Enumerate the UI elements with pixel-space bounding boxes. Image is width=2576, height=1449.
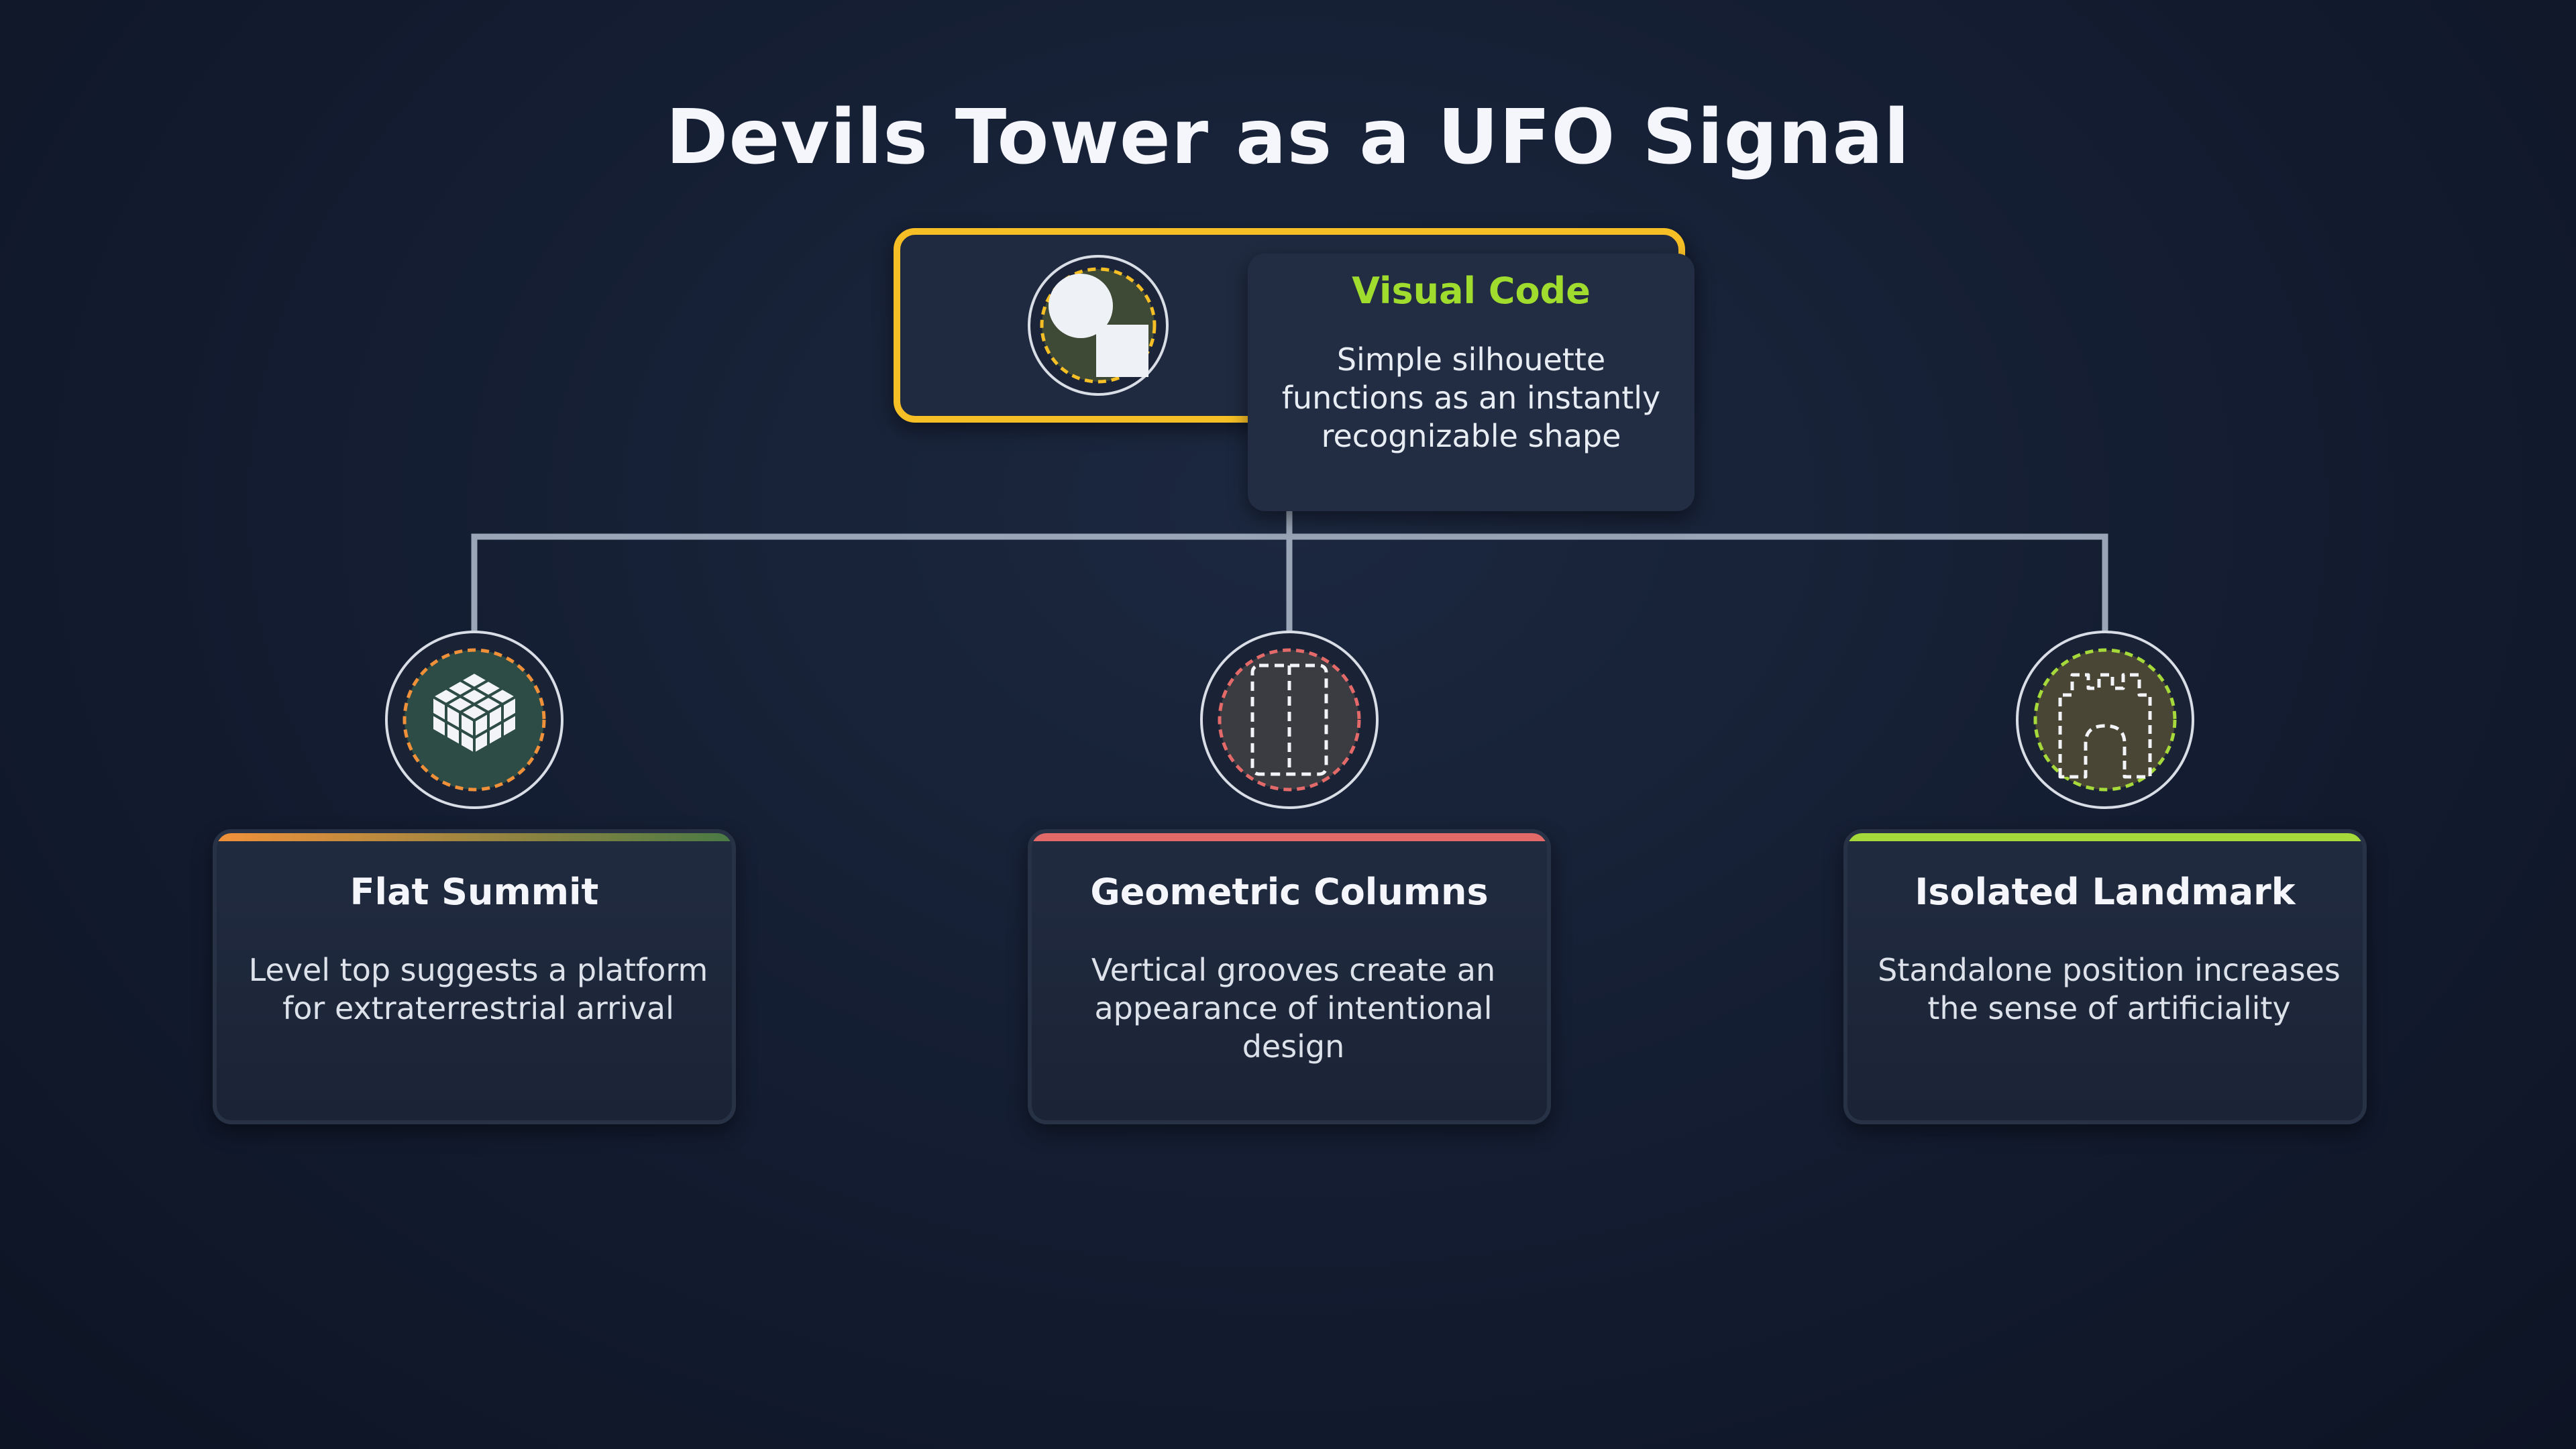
grid-platform-icon xyxy=(385,631,564,809)
child-description: Vertical grooves create an appearance of… xyxy=(1091,952,1496,1065)
root-heading: Visual Code xyxy=(1352,270,1591,312)
card-accent-bar xyxy=(217,833,732,841)
child-description: Standalone position increases the sense … xyxy=(1878,952,2341,1026)
child-title: Flat Summit xyxy=(350,871,599,913)
page-title: Devils Tower as a UFO Signal xyxy=(665,94,1911,181)
columns-icon xyxy=(1200,631,1379,809)
child-description: Level top suggests a platform for extrat… xyxy=(248,952,708,1026)
root-node-text: Visual Code Simple silhouette functions … xyxy=(1248,254,1695,511)
card-accent-bar xyxy=(1032,833,1547,841)
child-title: Geometric Columns xyxy=(1090,871,1489,913)
child-card-flat-summit: Flat Summit Level top suggests a platfor… xyxy=(213,829,736,1124)
child-card-isolated-landmark: Isolated Landmark Standalone position in… xyxy=(1843,829,2367,1124)
circle-square-shapes-icon xyxy=(1028,255,1169,396)
card-accent-bar xyxy=(1847,833,2363,841)
tower-icon xyxy=(2016,631,2194,809)
root-description: Simple silhouette functions as an instan… xyxy=(1281,341,1661,454)
child-card-geometric-columns: Geometric Columns Vertical grooves creat… xyxy=(1028,829,1551,1124)
child-title: Isolated Landmark xyxy=(1915,871,2296,913)
